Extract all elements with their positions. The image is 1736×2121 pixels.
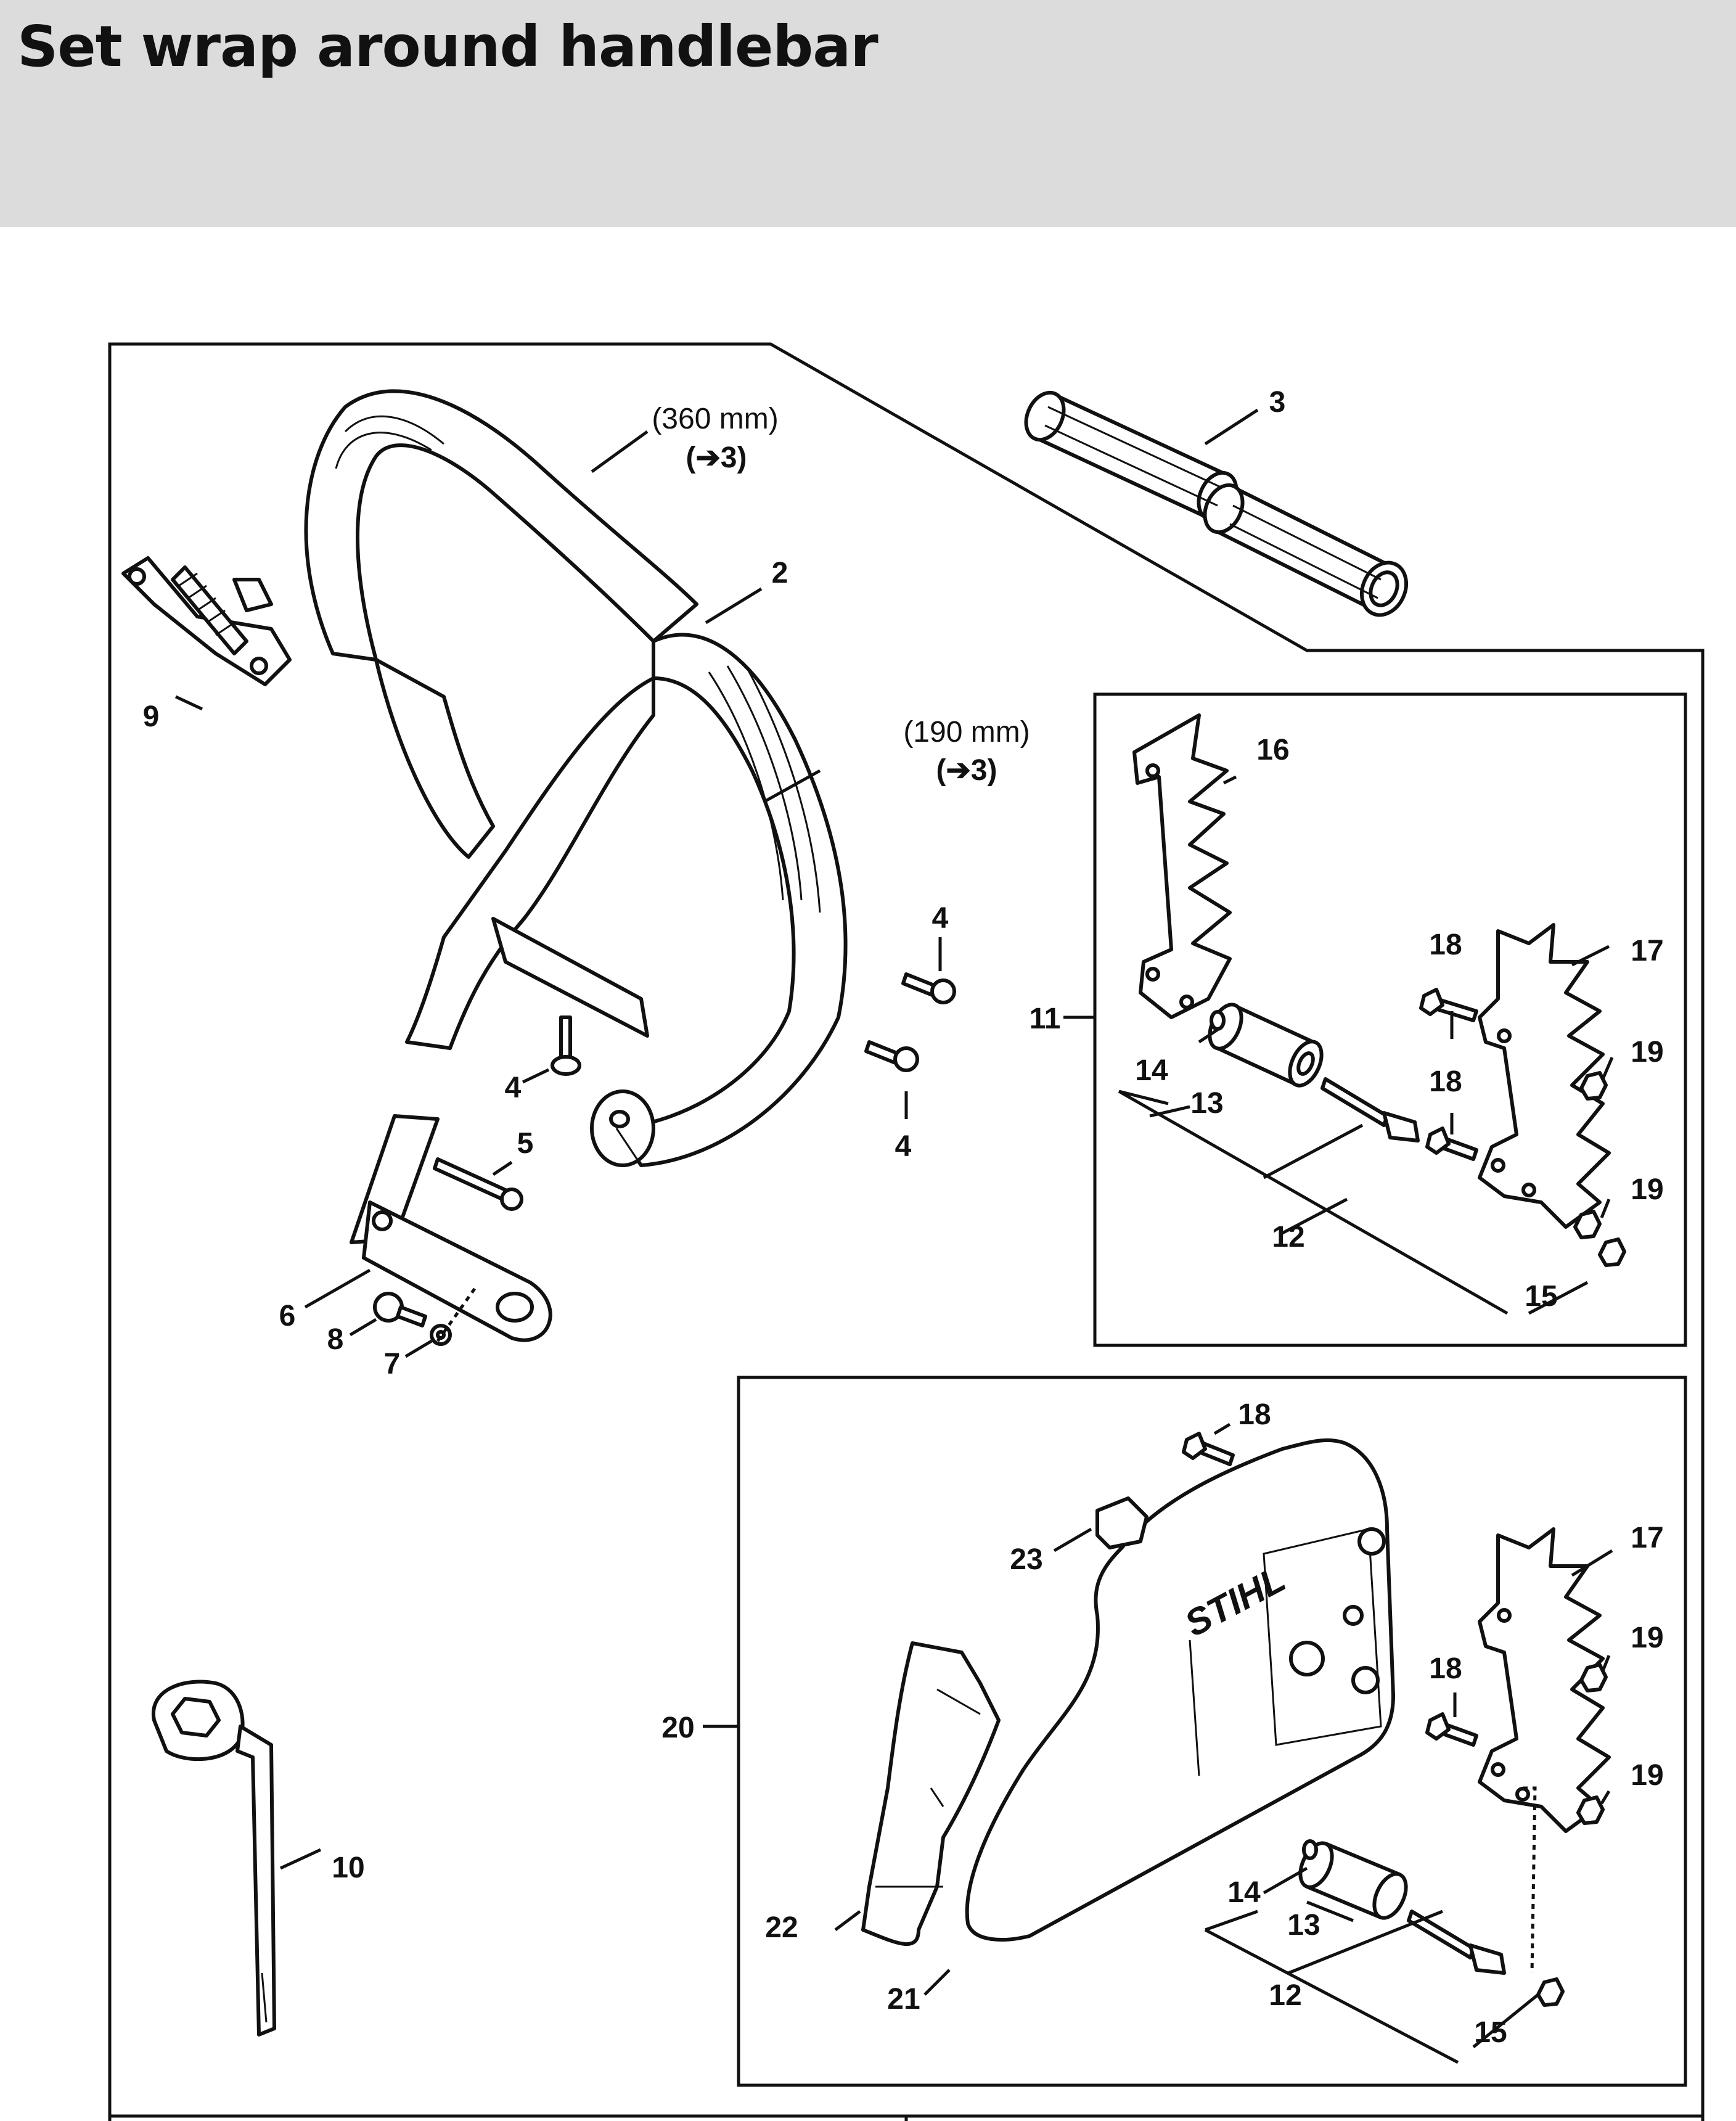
callout-11: 11	[1030, 1003, 1061, 1035]
callout-5: 5	[517, 1127, 534, 1160]
nut-19-c	[1579, 1663, 1608, 1692]
callout-18-d: 18	[1429, 1652, 1462, 1685]
callout-14-a: 14	[1135, 1054, 1168, 1087]
kit-box-11	[1093, 692, 1687, 1347]
callout-13-b: 13	[1287, 1909, 1320, 1942]
callout-12-b: 12	[1269, 1979, 1301, 2012]
sprocket-cover-21-part: STIHL	[965, 1438, 1395, 1942]
screw-18-d	[1425, 1712, 1478, 1747]
callout-18-a: 18	[1429, 929, 1462, 961]
nut-19-b	[1573, 1210, 1602, 1239]
callout-19-c: 19	[1631, 1622, 1663, 1654]
spike-17-part	[1478, 923, 1611, 1229]
leader-lines	[174, 408, 1614, 2064]
screw-4-c	[864, 1040, 919, 1072]
screw-8-part	[373, 1292, 427, 1327]
page-title: Set wrap around handlebar	[17, 14, 878, 80]
screw-18-a	[1419, 988, 1478, 1022]
washer-7-part	[430, 1324, 452, 1346]
callout-12-a: 12	[1272, 1221, 1304, 1253]
header-bar: Set wrap around handlebar	[0, 0, 1736, 227]
callout-15-a: 15	[1525, 1280, 1557, 1313]
callout-3: 3	[1269, 386, 1286, 419]
kit-box-20	[737, 1376, 1687, 2087]
callout-17-b: 17	[1631, 1522, 1663, 1554]
handlebar-part	[304, 389, 848, 1167]
callout-6: 6	[279, 1300, 296, 1332]
callout-19-b: 19	[1631, 1173, 1663, 1206]
screw-4-b	[551, 1015, 581, 1076]
callout-4-a: 4	[932, 902, 949, 935]
screw-18-b	[1425, 1126, 1478, 1161]
spring-mount-part	[121, 556, 292, 686]
callout-13-a: 13	[1190, 1087, 1223, 1120]
dim-short-length: (190 mm)	[903, 716, 1030, 749]
nut-19-a	[1579, 1071, 1608, 1101]
washer-14-b	[1302, 1839, 1318, 1860]
slide-23-part	[1095, 1496, 1148, 1549]
bolt-12-a	[1320, 1077, 1420, 1143]
callout-18-c: 18	[1238, 1398, 1271, 1431]
callout-7: 7	[384, 1348, 401, 1380]
dim-long-length: (360 mm)	[652, 403, 778, 435]
callout-14-b: 14	[1227, 1876, 1261, 1909]
callout-21: 21	[887, 1983, 920, 2016]
callout-8: 8	[327, 1323, 344, 1356]
outer-frame	[108, 342, 1705, 2121]
callout-16: 16	[1256, 734, 1289, 766]
dim-long-ref: (➔3)	[686, 441, 747, 474]
callout-17-a: 17	[1631, 935, 1663, 967]
bolt-12-b	[1407, 1910, 1506, 1975]
nut-15-a	[1598, 1237, 1626, 1267]
callout-18-b: 18	[1429, 1065, 1462, 1098]
callout-4-b: 4	[505, 1072, 522, 1104]
callout-19-d: 19	[1631, 1759, 1663, 1792]
callout-4-c: 4	[895, 1130, 912, 1163]
callout-15-b: 15	[1474, 2016, 1507, 2049]
callout-23: 23	[1010, 1543, 1042, 1576]
callout-19-a: 19	[1631, 1036, 1663, 1069]
nut-19-d	[1576, 1795, 1605, 1825]
dim-short-ref: (➔3)	[936, 754, 997, 787]
callout-2: 2	[772, 557, 788, 589]
spike-17-b-part	[1478, 1527, 1611, 1833]
callout-10: 10	[332, 1852, 364, 1884]
screw-18-c	[1182, 1432, 1235, 1466]
tube-part	[1024, 390, 1408, 617]
spike-16-part	[1132, 713, 1232, 1019]
bracket-part	[350, 1114, 552, 1342]
screw-4-a	[901, 972, 956, 1004]
deflector-22-part	[861, 1641, 1001, 1947]
washer-14-a	[1210, 1010, 1226, 1031]
nut-15-b	[1536, 1977, 1565, 2007]
wrench-part	[151, 1680, 276, 2037]
callout-22: 22	[765, 1911, 798, 1944]
callout-20: 20	[661, 1712, 694, 1744]
callout-9: 9	[143, 700, 160, 733]
